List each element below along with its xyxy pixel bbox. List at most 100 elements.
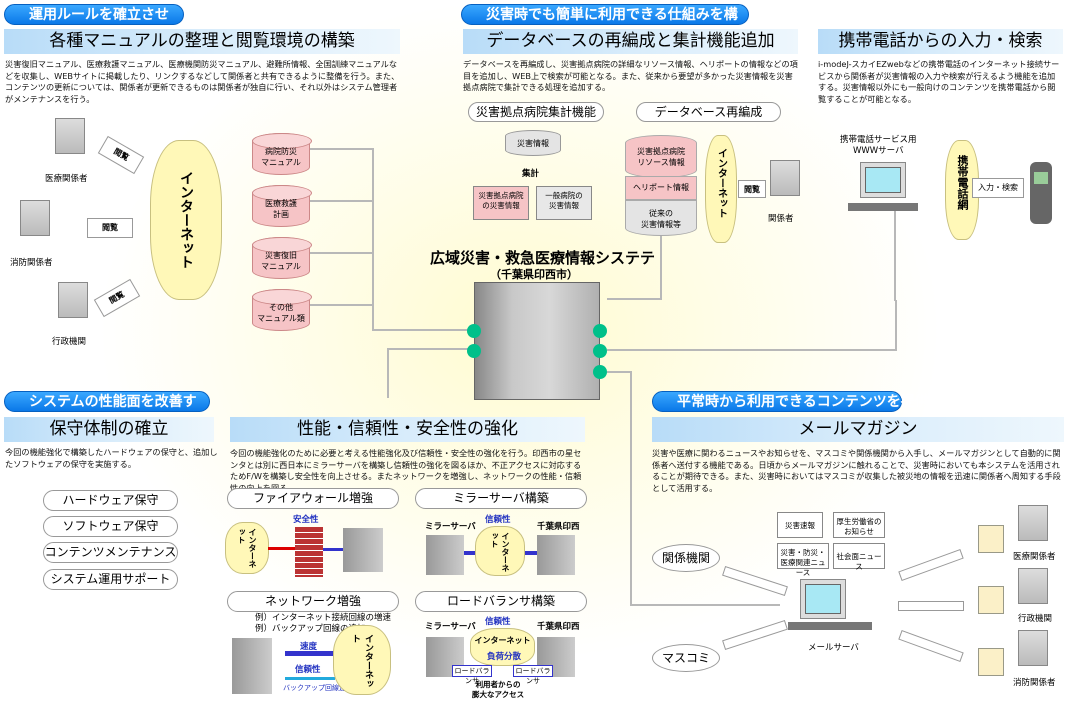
- keyboard-icon: [788, 622, 872, 630]
- topic-doc: 厚生労働省のお知らせ: [833, 512, 885, 538]
- attack-arrow: [268, 547, 296, 550]
- view-arrow: 閲覧: [97, 135, 145, 175]
- mail-server-label: メールサーバ: [808, 643, 859, 653]
- internet-cloud: インターネット: [705, 135, 737, 243]
- outbound-arrow: [898, 549, 964, 581]
- system-title: 広域災害・救急医療情報システテ: [430, 249, 656, 267]
- computer-icon: [55, 118, 85, 154]
- computer-icon: [1018, 630, 1048, 666]
- backup-line-label: バックアップ回線追加: [283, 684, 353, 692]
- db-layer-heliport: ヘリポート情報: [625, 176, 697, 200]
- connection-node: [593, 344, 607, 358]
- internet-label: インターネット: [178, 171, 194, 269]
- server-icon: [426, 535, 464, 575]
- internet-cloud: インターネット: [225, 522, 269, 574]
- mail-icon: [978, 648, 1004, 676]
- server-icon: [232, 638, 272, 694]
- connection-node: [467, 344, 481, 358]
- mail-icon: [978, 525, 1004, 553]
- view-arrow: 閲覧: [738, 180, 766, 198]
- keyboard-icon: [848, 203, 918, 211]
- loadbalancer-box: ロードバランサ: [452, 665, 492, 685]
- section-desc-manuals: 災害復旧マニュアル、医療救護マニュアル、医療機関防災マニュアル、避難所情報、全国…: [5, 59, 400, 104]
- maintenance-item: コンテンツメンテナンス: [43, 542, 178, 563]
- section-desc-mail: 災害や医療に関わるニュースやお知らせを、マスコミや関係機関から入手し、メールマガ…: [652, 448, 1061, 493]
- internet-cloud: インターネット: [470, 628, 535, 666]
- computer-icon: [770, 160, 800, 196]
- aggregation-label: 災害拠点病院集計機能: [468, 102, 604, 122]
- user-label: 関係者: [768, 214, 794, 224]
- db-layer-legacy: 従来の災害情報等: [625, 200, 697, 236]
- source-org: 関係機関: [652, 544, 720, 572]
- db-manual: 災害復旧マニュアル: [252, 237, 312, 279]
- db-manual: その他マニュアル類: [252, 289, 312, 331]
- network-label: ネットワーク増強: [227, 591, 399, 612]
- reorg-label: データベース再編成: [636, 102, 781, 122]
- reliability-tag: 信頼性: [485, 617, 511, 627]
- maintenance-item: ソフトウェア保守: [43, 516, 178, 537]
- server-rack-icon: [474, 282, 600, 400]
- section-desc-maintenance: 今回の機能強化で構築したハードウェアの保守と、追加したソフトウェアの保守を実施す…: [5, 447, 218, 469]
- inzai-label: 千葉県印西: [537, 522, 580, 532]
- recipient-label: 医療関係者: [1013, 552, 1056, 562]
- doc-hospital-info: 災害拠点病院の災害情報: [473, 186, 529, 220]
- db-manual: 医療救護計画: [252, 185, 312, 227]
- aggregate-label: 集計: [522, 169, 540, 179]
- server-icon: [343, 528, 383, 572]
- internet-cloud: インターネット: [150, 140, 222, 300]
- section-desc-database: データベースを再編成し、災害拠点病院の詳細なリソース情報、ヘリポートの情報などの…: [463, 59, 798, 92]
- computer-icon: [1018, 505, 1048, 541]
- safety-tag: 安全性: [293, 515, 319, 525]
- section-desc-reliability: 今回の機能強化のために必要と考える性能強化及び信頼性・安全性の強化を行う。印西市…: [230, 448, 582, 493]
- db-manual: 病院防災マニュアル: [252, 133, 312, 175]
- recipient-label: 消防関係者: [1013, 678, 1056, 688]
- db-disaster-info: 災害情報: [505, 130, 561, 156]
- access-label: 利用者からの膨大なアクセス: [472, 680, 525, 699]
- user-label: 行政機関: [52, 337, 87, 347]
- computer-icon: [20, 200, 50, 236]
- maintenance-item: ハードウェア保守: [43, 490, 178, 511]
- reliability-tag: 信頼性: [485, 515, 511, 525]
- section-pill-disaster: 災害時でも簡単に利用できる仕組みを構: [461, 4, 749, 25]
- section-desc-mobile: i-modeJ-スカイEZwebなどの携帯電話のインターネット接続サービスから関…: [818, 59, 1060, 104]
- load-distribute-label: 負荷分散: [487, 652, 522, 662]
- inzai-label: 千葉県印西: [537, 622, 580, 632]
- internet-cloud: インターネット: [333, 625, 391, 695]
- section-pill-performance: システムの性能面を改善す: [4, 391, 210, 412]
- system-subtitle: （千葉県印西市）: [490, 268, 578, 281]
- source-media: マスコミ: [652, 644, 720, 672]
- mirror-server-label: ミラーサーバ: [425, 622, 476, 632]
- connection-node: [593, 324, 607, 338]
- outbound-arrow: [898, 601, 964, 611]
- mail-server-icon: [800, 579, 846, 619]
- mirror-server-label: ミラーサーバ: [425, 522, 476, 532]
- section-pill-content: 平常時から利用できるコンテンツを提供す: [652, 391, 943, 412]
- mirror-label: ミラーサーバ構築: [415, 488, 587, 509]
- topic-doc: 災害速報: [777, 512, 823, 538]
- loadbalancer-label: ロードバランサ構築: [415, 591, 587, 612]
- reliability-label: 信頼性: [295, 665, 321, 675]
- internet-cloud: インターネット: [475, 526, 525, 576]
- view-arrow: 閲覧: [87, 218, 133, 238]
- user-label: 消防関係者: [10, 258, 53, 268]
- firewall-icon: [295, 527, 323, 577]
- topic-doc: 社会面ニュース: [833, 543, 885, 571]
- input-search-arrow: 入力・検索: [972, 178, 1024, 198]
- outbound-arrow: [898, 630, 964, 662]
- computer-icon: [58, 282, 88, 318]
- recipient-label: 行政機関: [1018, 614, 1053, 624]
- doc-general-info: 一般病院の災害情報: [536, 186, 592, 220]
- server-icon: [537, 535, 575, 575]
- user-label: 医療関係者: [45, 174, 88, 184]
- section-title-mobile: 携帯電話からの入力・検索: [818, 29, 1063, 54]
- inbound-arrow: [722, 566, 788, 596]
- connection-node: [593, 365, 607, 379]
- db-layer-resource: 災害拠点病院リソース情報: [625, 135, 697, 178]
- network-examples: 例）インターネット接続回線の増速例）バックアップ回線の追加: [255, 613, 392, 634]
- section-title-mail: メールマガジン: [652, 417, 1064, 442]
- loadbalancer-box: ロードバランサ: [513, 665, 553, 685]
- mail-icon: [978, 586, 1004, 614]
- mobile-phone-icon: [1030, 162, 1052, 224]
- topic-doc: 災害・防災・医療関連ニュース: [777, 543, 829, 577]
